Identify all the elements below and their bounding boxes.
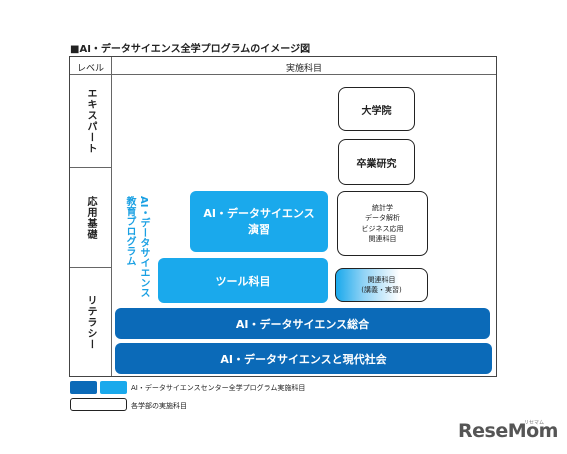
box-ai-ds-exercise-line: 演習 (248, 222, 270, 236)
brand-logo: ReseMom (458, 420, 558, 442)
box-statistics-group: 統計学 データ解析 ビジネス応用 関連科目 (337, 191, 428, 256)
box-related-line: (講義・実習) (361, 286, 402, 294)
box-statistics-line: 統計学 (372, 204, 393, 213)
box-tool-subjects: ツール科目 (158, 258, 328, 303)
level-column-divider (111, 57, 112, 376)
box-graduate-school-label: 大学院 (361, 105, 392, 117)
legend-swatch-white (70, 398, 127, 411)
header-level: レベル (76, 64, 104, 74)
box-ai-ds-modern-society-label: AI・データサイエンスと現代社会 (220, 352, 387, 366)
box-related-line: 関連科目 (367, 275, 396, 284)
header-subjects: 実施科目 (285, 64, 322, 74)
box-ai-ds-exercise: AI・データサイエンス 演習 (190, 191, 328, 252)
header-divider (70, 74, 496, 75)
box-graduation-research: 卒業研究 (338, 139, 415, 185)
box-ai-ds-general-label: AI・データサイエンス総合 (235, 317, 370, 331)
legend-swatch-cyan (100, 381, 127, 394)
program-label-line-2: 教育プログラム (124, 196, 135, 266)
box-statistics-line: データ解析 (365, 214, 400, 223)
box-statistics-line: ビジネス応用 (361, 224, 404, 233)
box-related-subjects: 関連科目 (講義・実習) (335, 268, 428, 302)
level-applied-basic: 応用基礎 (85, 195, 96, 240)
diagram-frame (69, 56, 497, 377)
level-literacy: リテラシー (85, 294, 96, 350)
box-ai-ds-exercise-line: AI・データサイエンス (203, 206, 315, 220)
level-divider-1 (70, 167, 111, 168)
level-expert: エキスパート (85, 88, 96, 154)
legend-swatch-navy (70, 381, 97, 394)
box-ai-ds-general: AI・データサイエンス総合 (115, 308, 490, 339)
diagram-title: ■AI・データサイエンス全学プログラムのイメージ図 (70, 44, 311, 55)
program-label-line-1: AI・データサイエンス (138, 196, 149, 298)
legend-faculty-text: 各学部の実施科目 (131, 402, 187, 410)
box-ai-ds-modern-society: AI・データサイエンスと現代社会 (115, 343, 492, 374)
brand-subtitle: リセマム (524, 420, 545, 426)
box-statistics-line: 関連科目 (368, 234, 397, 243)
level-divider-2 (70, 267, 111, 268)
box-graduation-research-label: 卒業研究 (356, 158, 397, 170)
legend-center-text: AI・データサイエンスセンター全学プログラム実施科目 (131, 384, 306, 392)
box-tool-subjects-label: ツール科目 (215, 274, 271, 288)
box-graduate-school: 大学院 (338, 87, 415, 131)
